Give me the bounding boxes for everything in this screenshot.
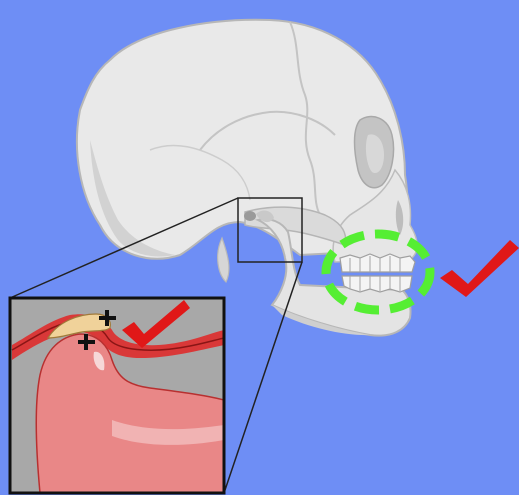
callout-line-right (224, 262, 302, 493)
joint-inset (10, 298, 224, 493)
mastoid-process (218, 238, 229, 282)
teeth (340, 254, 415, 292)
lower-teeth (342, 276, 412, 292)
ear-canal (244, 211, 256, 221)
upper-teeth (340, 254, 415, 272)
red-check-icon (440, 240, 519, 297)
skull (77, 20, 417, 336)
